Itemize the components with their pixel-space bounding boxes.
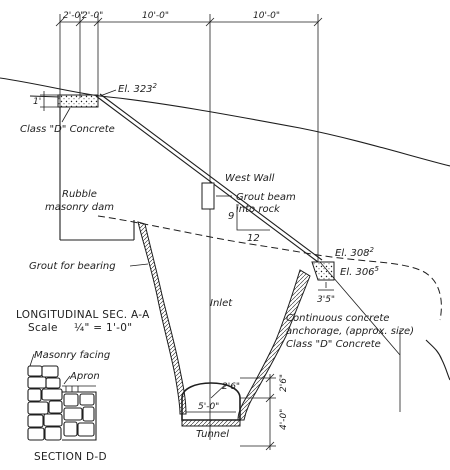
rock-line bbox=[97, 215, 442, 321]
label-grout-beam-1: Grout beam bbox=[236, 192, 296, 203]
label-el-306: El. 3065 bbox=[340, 265, 380, 278]
dim-tunnel-h: 2'6" bbox=[279, 374, 289, 392]
label-el-323: El. 3232 bbox=[118, 82, 158, 95]
west-wall-tie-line-1 bbox=[95, 95, 319, 263]
label-rubble-2: masonry dam bbox=[45, 202, 114, 213]
dim-top-c: 10'-0" bbox=[142, 11, 169, 21]
dim-top-d: 10'-0" bbox=[253, 11, 280, 21]
label-cont-1: Continuous concrete bbox=[286, 313, 389, 324]
label-masonry-facing: Masonry facing bbox=[34, 350, 110, 361]
rubble-masonry-dam: Rubble masonry dam bbox=[45, 107, 135, 241]
label-tunnel: Tunnel bbox=[196, 429, 229, 440]
dim-tunnel-w: 5'-0" bbox=[198, 402, 219, 412]
grout-beam: West Wall Grout beam into rock bbox=[201, 173, 296, 215]
label-scale-val: ¼" = 1'-0" bbox=[74, 322, 132, 334]
label-rubble-1: Rubble bbox=[62, 189, 97, 200]
slope-h: 12 bbox=[247, 233, 260, 244]
label-grout-beam-2: into rock bbox=[236, 204, 281, 215]
label-cont-2: anchorage, (approx. size) bbox=[286, 326, 414, 337]
label-cont-3: Class "D" Concrete bbox=[286, 339, 381, 350]
label-apron: Apron bbox=[69, 371, 100, 382]
dim-tunnel-h2: 4'-0" bbox=[279, 409, 289, 430]
section-dd: Masonry facing Apron SECTION D-D bbox=[27, 350, 110, 463]
west-wall-tie-line-2 bbox=[99, 93, 323, 261]
label-el-308: El. 3082 bbox=[335, 246, 375, 259]
ground-line-lower bbox=[29, 95, 61, 98]
dim-side-1: 1' bbox=[33, 97, 41, 107]
right-rock-contour bbox=[425, 339, 450, 381]
label-class-d-top: Class "D" Concrete bbox=[20, 124, 115, 135]
slope-indicator: 9 12 bbox=[228, 204, 270, 244]
dim-anchor-w: 3'5" bbox=[317, 295, 335, 305]
top-dimension-line: 2'-0" 2'-0" 10'-0" 10'-0" bbox=[55, 11, 323, 440]
slope-v: 9 bbox=[228, 211, 234, 222]
anchorage-note: Continuous concrete anchorage, (approx. … bbox=[286, 313, 414, 350]
section-title-block: LONGITUDINAL SEC. A-A Scale ¼" = 1'-0" bbox=[16, 309, 150, 334]
label-long-sec: LONGITUDINAL SEC. A-A bbox=[16, 309, 150, 321]
label-inlet: Inlet bbox=[210, 298, 233, 309]
dim-tunnel-r: 2'6" bbox=[222, 382, 240, 392]
dim-top-b: 2'-0" bbox=[82, 11, 103, 21]
anchorage-block: El. 3082 El. 3065 3'5" bbox=[311, 246, 380, 305]
dim-top-a: 2'-0" bbox=[63, 11, 84, 21]
top-concrete-block: 1' Class "D" Concrete bbox=[20, 91, 115, 135]
label-west-wall: West Wall bbox=[225, 173, 275, 184]
inlet-rock-walls: Grout for bearing Inlet bbox=[29, 221, 311, 421]
tunnel: 2'6" 5'-0" Tunnel 2'6" 4'-0" bbox=[181, 373, 289, 451]
ground-line-upper bbox=[0, 77, 450, 167]
masonry-stones bbox=[27, 365, 97, 441]
label-grout-bearing: Grout for bearing bbox=[29, 261, 116, 272]
label-section-dd: SECTION D-D bbox=[34, 451, 107, 463]
label-scale: Scale bbox=[28, 322, 58, 334]
